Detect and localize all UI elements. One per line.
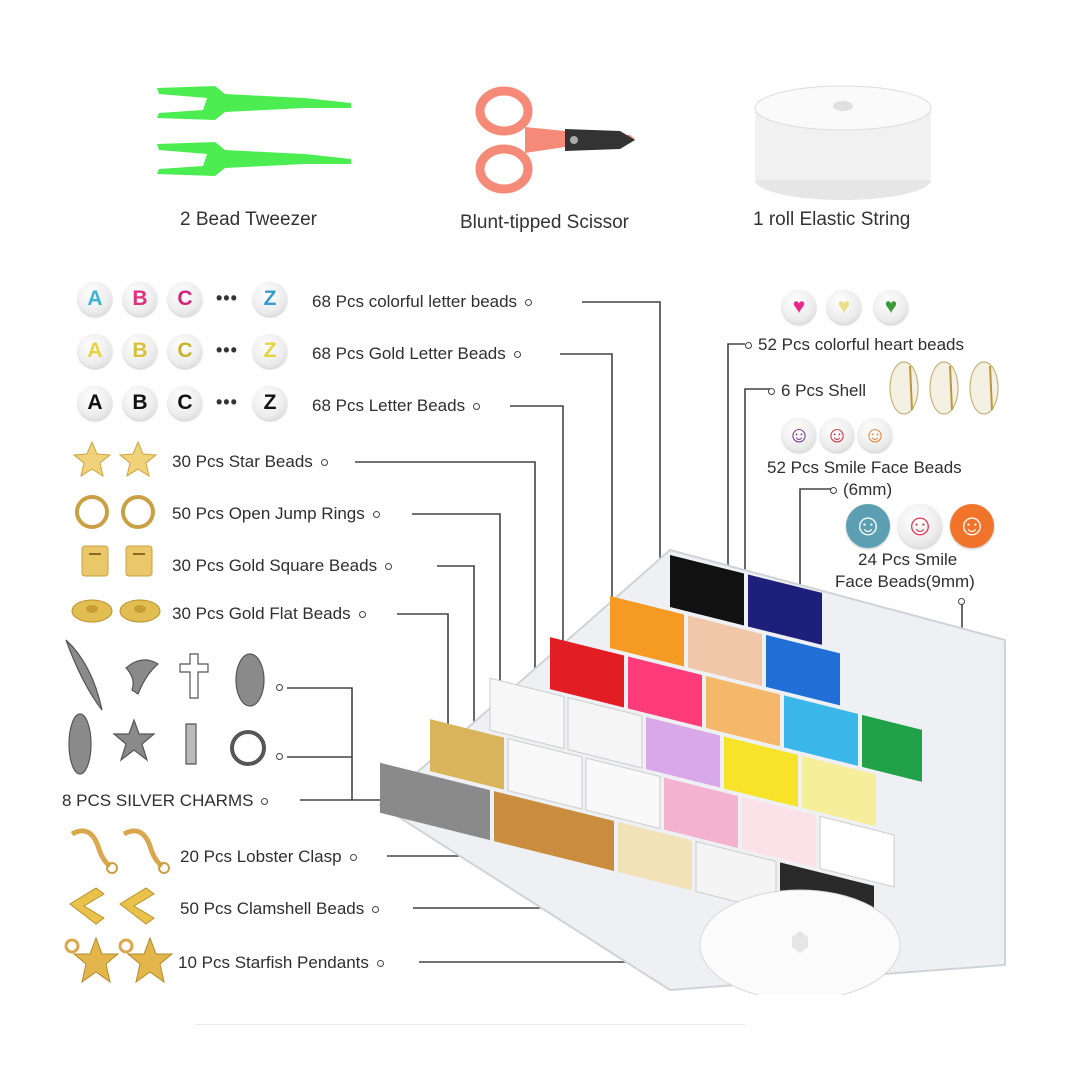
letter-beads-colorful-row: A B C ••• Z — [78, 282, 308, 318]
callout-dot — [358, 611, 366, 619]
starfish-pendants-image — [62, 934, 178, 986]
letter-beads-gold-row: A B C ••• Z — [78, 334, 308, 370]
scissors-icon — [475, 86, 635, 194]
callout-dot — [372, 511, 380, 519]
letter-bead-b: B — [123, 334, 157, 368]
label-shell: 6 Pcs Shell — [768, 381, 866, 401]
letter-bead-c: C — [168, 282, 202, 316]
label-colorful-letter-beads: 68 Pcs colorful letter beads — [312, 292, 533, 312]
scissors-image — [470, 85, 640, 195]
jump-ring-icon — [75, 495, 155, 529]
callout-dot — [830, 487, 837, 495]
clamshell-beads-image — [66, 882, 166, 926]
letter-bead-z: Z — [253, 282, 287, 316]
label-smile-beads-9mm-size: Face Beads(9mm) — [835, 572, 975, 591]
label-smile-beads-6mm-size: (6mm) — [830, 480, 892, 500]
callout-dot — [276, 684, 283, 691]
label-gold-letter-beads: 68 Pcs Gold Letter Beads — [312, 344, 521, 364]
square-beads-image — [80, 544, 160, 580]
lobster-clasp-icon — [70, 828, 170, 874]
footer-divider — [195, 1024, 745, 1025]
label-starfish-pendants: 10 Pcs Starfish Pendants — [178, 953, 384, 973]
letter-bead-b: B — [123, 282, 157, 316]
heart-bead-pink: ♥ — [782, 290, 816, 324]
shell-icon — [889, 361, 999, 415]
label-clamshell-beads: 50 Pcs Clamshell Beads — [180, 899, 380, 919]
smile-bead-red: ☺ — [820, 418, 854, 452]
tweezers-image — [155, 80, 355, 190]
square-bead-icon — [81, 545, 153, 577]
callout-dot — [745, 342, 752, 350]
lobster-clasp-image — [64, 824, 174, 874]
callout-dot — [276, 753, 283, 760]
ellipsis: ••• — [216, 392, 238, 412]
callout-dot — [261, 798, 269, 806]
smile-bead-teal: ☺ — [846, 504, 890, 548]
heart-beads-image: ♥ ♥ ♥ — [782, 290, 922, 330]
callout-dot — [376, 960, 384, 968]
label-star-beads: 30 Pcs Star Beads — [172, 452, 328, 472]
letter-bead-b: B — [123, 386, 157, 420]
letter-bead-a: A — [78, 282, 112, 316]
ellipsis: ••• — [216, 340, 238, 360]
tool-label-elastic-string: 1 roll Elastic String — [753, 209, 911, 230]
smile-beads-6mm-image: ☺ ☺ ☺ — [782, 418, 902, 454]
elastic-string-image — [748, 82, 938, 202]
label-jump-rings: 50 Pcs Open Jump Rings — [172, 504, 380, 524]
ellipsis: ••• — [216, 288, 238, 308]
callout-dot — [768, 388, 775, 396]
star-beads-image — [72, 440, 162, 480]
letter-bead-c: C — [168, 386, 202, 420]
label-flat-beads: 30 Pcs Gold Flat Beads — [172, 604, 366, 624]
callout-dot — [320, 459, 328, 467]
letter-bead-c: C — [168, 334, 202, 368]
label-letter-beads: 68 Pcs Letter Beads — [312, 396, 481, 416]
silver-charms-icon — [65, 639, 266, 775]
flat-bead-icon — [71, 599, 161, 623]
label-smile-beads-9mm: 24 Pcs Smile — [858, 550, 958, 569]
smile-bead-purple: ☺ — [782, 418, 816, 452]
label-heart-beads: 52 Pcs colorful heart beads — [745, 335, 964, 355]
heart-bead-green: ♥ — [874, 290, 908, 324]
string-roll-icon — [754, 85, 932, 200]
callout-dot — [372, 906, 380, 914]
label-square-beads: 30 Pcs Gold Square Beads — [172, 556, 393, 576]
jump-rings-image — [72, 494, 162, 534]
letter-bead-z: Z — [253, 386, 287, 420]
callout-dot — [525, 299, 533, 307]
callout-dot — [958, 598, 965, 605]
callout-dot — [513, 351, 521, 359]
clamshell-icon — [69, 887, 155, 925]
flat-beads-image — [70, 596, 166, 626]
smile-bead-orange: ☺ — [858, 418, 892, 452]
star-bead-icon — [72, 440, 158, 478]
label-lobster-clasp: 20 Pcs Lobster Clasp — [180, 847, 357, 867]
callout-dot — [385, 563, 393, 571]
tool-label-tweezer: 2 Bead Tweezer — [180, 209, 317, 230]
label-smile-beads-6mm: 52 Pcs Smile Face Beads — [767, 458, 962, 477]
letter-bead-z: Z — [253, 334, 287, 368]
smile-beads-9mm-image: ☺ ☺ ☺ — [846, 504, 996, 548]
letter-bead-a: A — [78, 386, 112, 420]
silver-charms-image — [62, 634, 282, 784]
smile-bead-white: ☺ — [898, 504, 942, 548]
letter-beads-black-row: A B C ••• Z — [78, 386, 308, 422]
shell-image — [886, 358, 1006, 418]
callout-dot — [349, 854, 357, 862]
storage-box-illustration — [378, 548, 1006, 995]
callout-dot — [473, 403, 481, 411]
label-silver-charms: 8 PCS SILVER CHARMS — [62, 791, 269, 811]
tweezers-icon — [157, 86, 351, 176]
letter-bead-a: A — [78, 334, 112, 368]
heart-bead-cream: ♥ — [827, 290, 861, 324]
bead-storage-box — [370, 545, 1010, 995]
tool-label-scissor: Blunt-tipped Scissor — [460, 212, 629, 233]
smile-bead-orange-large: ☺ — [950, 504, 994, 548]
starfish-pendant-icon — [64, 936, 174, 984]
